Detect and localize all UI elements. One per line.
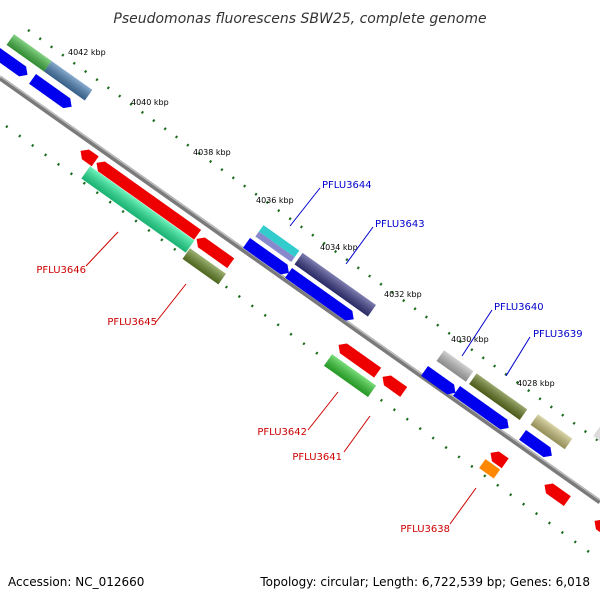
cds-reverse-arrow[interactable] [335,340,382,378]
feature-cyan[interactable] [258,225,300,258]
cds-forward-arrow[interactable] [421,366,459,398]
cds-forward-arrow[interactable] [29,74,75,112]
gene-label-pflu3640[interactable]: PFLU3640 [494,302,544,313]
reverse-cds [77,146,600,537]
cds-reverse-arrow[interactable] [591,516,600,537]
gene-label-pflu3644[interactable]: PFLU3644 [322,180,372,191]
tick-label-4032: 4032 kbp [384,290,422,299]
cds-reverse-arrow[interactable] [193,234,235,269]
feature-lavender[interactable] [255,231,295,263]
tick-label-4038: 4038 kbp [193,148,231,157]
tick-label-4040: 4040 kbp [131,98,169,107]
inner-dotted-guide [5,124,600,562]
cds-reverse-arrow[interactable] [379,372,408,397]
forward-cds [0,48,555,461]
gene-label-pflu3643[interactable]: PFLU3643 [375,219,425,230]
cds-forward-arrow[interactable] [0,48,31,80]
cds-reverse-arrow[interactable] [77,146,99,167]
cds-forward-arrow[interactable] [243,238,292,278]
cds-reverse-arrow[interactable] [541,480,571,507]
outer-features [6,34,600,450]
genome-stats-text: Topology: circular; Length: 6,722,539 bp… [259,575,590,589]
tick-label-4036: 4036 kbp [256,196,294,205]
feature-edge-grey[interactable] [593,427,600,442]
gene-label-pflu3642[interactable]: PFLU3642 [257,427,307,438]
feature-orange[interactable] [479,459,501,479]
cds-forward-arrow[interactable] [519,430,555,461]
forward-labels: PFLU3644 PFLU3643 PFLU3640 PFLU3639 [289,180,583,377]
gene-label-pflu3639[interactable]: PFLU3639 [533,329,583,340]
gene-label-pflu3645[interactable]: PFLU3645 [107,317,157,328]
reverse-labels: PFLU3646 PFLU3645 PFLU3642 PFLU3641 PFLU… [36,231,477,535]
gene-label-pflu3641[interactable]: PFLU3641 [292,452,342,463]
tick-labels: 4042 kbp 4040 kbp 4038 kbp 4036 kbp 4034… [68,48,555,388]
tick-label-4030: 4030 kbp [451,335,489,344]
cds-reverse-arrow[interactable] [487,448,509,469]
tick-label-4028: 4028 kbp [517,379,555,388]
inner-features [81,166,501,479]
map-title: Pseudomonas fluorescens SBW25, complete … [113,11,486,27]
cds-forward-arrow[interactable] [285,268,357,324]
cds-forward-arrow[interactable] [453,386,512,433]
gene-label-pflu3646[interactable]: PFLU3646 [36,265,86,276]
tick-label-4034: 4034 kbp [320,243,358,252]
tick-label-4042: 4042 kbp [68,48,106,57]
genome-backbone [0,75,600,505]
cds-reverse-arrow[interactable] [93,158,202,240]
accession-text: Accession: NC_012660 [8,575,144,589]
gene-label-pflu3638[interactable]: PFLU3638 [400,524,450,535]
